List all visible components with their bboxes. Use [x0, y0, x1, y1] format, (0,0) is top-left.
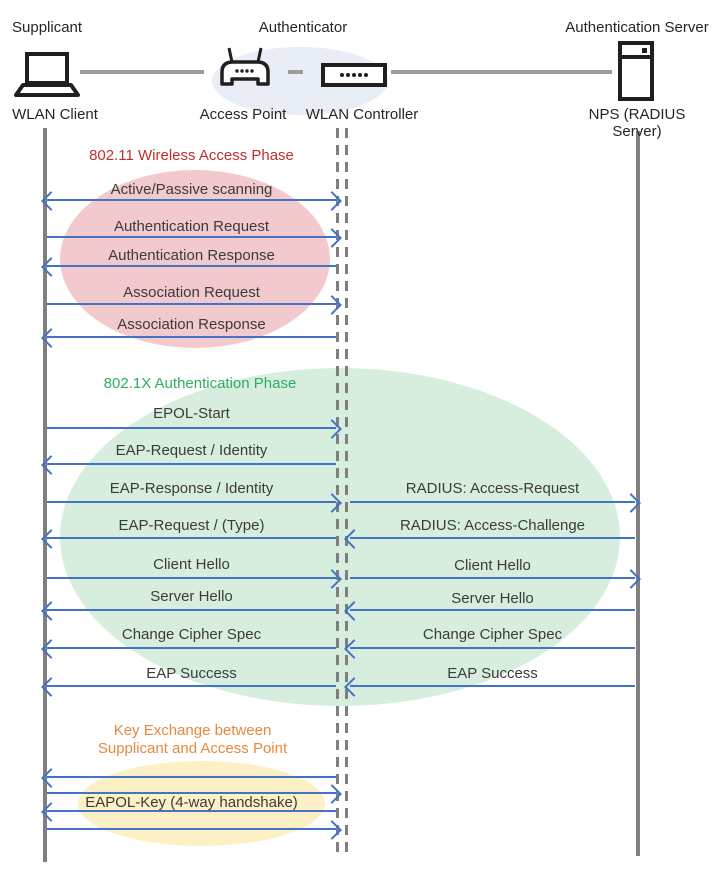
message-label: EAP Success [146, 665, 237, 682]
message-label: Client Hello [454, 557, 531, 574]
handshake-arrow [47, 776, 336, 778]
message-arrow [47, 537, 336, 539]
phase1-title: 802.11 Wireless Access Phase [89, 147, 294, 164]
supplicant-lifeline [43, 128, 47, 862]
message-label: Change Cipher Spec [121, 626, 262, 643]
message-label: RADIUS: Access-Challenge [399, 517, 586, 534]
laptop-icon [14, 52, 80, 97]
phase2-title: 802.1X Authentication Phase [103, 375, 297, 392]
phase3-title-line2: Supplicant and Access Point [97, 740, 288, 757]
message-arrow [47, 265, 336, 267]
server-icon [618, 41, 654, 101]
message-arrow [47, 199, 336, 201]
message-arrow [350, 577, 635, 579]
controller-lifeline-dashed-2 [345, 128, 348, 852]
server-lifeline [636, 131, 640, 856]
handshake-arrow [47, 792, 336, 794]
message-arrow [47, 463, 336, 465]
wlan-client-label: WLAN Client [12, 106, 98, 123]
authenticator-role-label: Authenticator [258, 19, 348, 36]
message-arrow [350, 685, 635, 687]
phase3-title-line1: Key Exchange between [113, 722, 272, 739]
handshake-arrow [47, 810, 336, 812]
message-arrow [47, 501, 336, 503]
message-label: Change Cipher Spec [422, 626, 563, 643]
message-arrow [47, 577, 336, 579]
message-arrow [47, 427, 336, 429]
connector-ap-controller [288, 70, 303, 74]
message-label: EPOL-Start [153, 405, 230, 422]
message-arrow [47, 647, 336, 649]
message-arrow [47, 609, 336, 611]
wlan-controller-label: WLAN Controller [305, 106, 419, 123]
message-label: Server Hello [451, 590, 534, 607]
message-arrow [47, 236, 336, 238]
supplicant-role-label: Supplicant [12, 19, 83, 36]
message-label: EAP-Request / Identity [115, 442, 268, 459]
message-label: EAP-Response / Identity [109, 480, 274, 497]
message-label: Active/Passive scanning [110, 181, 273, 198]
nps-radius-server-label: NPS (RADIUS Server) [588, 106, 686, 140]
handshake-label: EAPOL-Key (4-way handshake) [85, 794, 298, 811]
message-label: Association Response [117, 316, 266, 333]
message-arrow [47, 336, 336, 338]
auth-server-role-label: Authentication Server [565, 19, 709, 36]
message-arrow [350, 537, 635, 539]
message-label: EAP Success [447, 665, 538, 682]
handshake-arrow [47, 828, 336, 830]
message-label: Authentication Response [108, 247, 275, 264]
message-label: Client Hello [153, 556, 230, 573]
message-arrow [350, 647, 635, 649]
message-arrow [47, 303, 336, 305]
message-label: EAP-Request / (Type) [118, 517, 265, 534]
controller-lifeline-dashed-1 [336, 128, 339, 852]
message-label: Authentication Request [113, 218, 270, 235]
access-point-label: Access Point [199, 106, 287, 123]
access-point-icon [220, 47, 270, 86]
message-arrow [350, 501, 635, 503]
wlan-controller-icon [321, 63, 387, 87]
message-label: Server Hello [150, 588, 233, 605]
connector-controller-server [391, 70, 612, 74]
message-label: RADIUS: Access-Request [405, 480, 580, 497]
message-arrow [350, 609, 635, 611]
connector-client-ap [80, 70, 204, 74]
message-arrow [47, 685, 336, 687]
message-label: Association Request [123, 284, 260, 301]
